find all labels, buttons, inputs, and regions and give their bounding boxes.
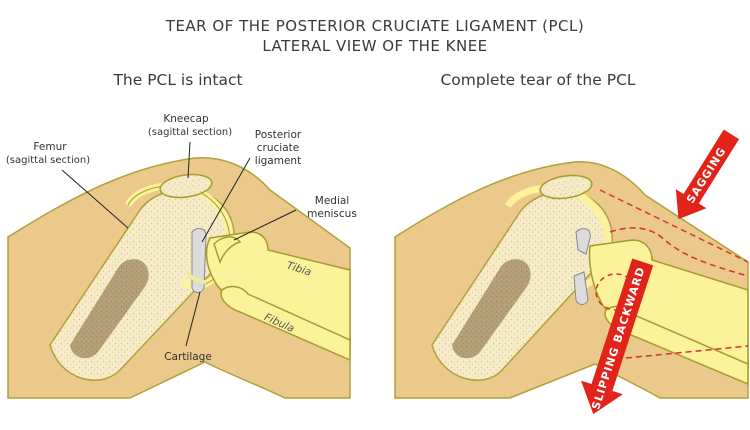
label-femur: Femur <box>33 141 67 153</box>
label-cartilage: Cartilage <box>164 351 212 363</box>
label-kneecap: Kneecap <box>163 113 209 125</box>
sagging-label: SAGGING <box>684 145 729 206</box>
label-kneecap-sub: (sagittal section) <box>148 127 232 138</box>
right-heading: Complete tear of the PCL <box>440 71 635 89</box>
label-femur-sub: (sagittal section) <box>6 155 90 166</box>
title-line-1: TEAR OF THE POSTERIOR CRUCIATE LIGAMENT … <box>165 17 584 35</box>
left-heading: The PCL is intact <box>112 71 242 89</box>
label-meniscus-2: meniscus <box>307 208 357 220</box>
label-pcl-3: ligament <box>255 155 301 167</box>
label-pcl-1: Posterior <box>255 129 302 141</box>
label-pcl-2: cruciate <box>257 142 299 154</box>
label-meniscus-1: Medial <box>315 195 349 207</box>
sagging-arrow: SAGGING <box>663 125 747 229</box>
left-knee: Kneecap (sagittal section) Femur (sagitt… <box>6 113 357 398</box>
right-knee: SAGGING SLIPPING BACKWARD <box>395 125 748 421</box>
title-line-2: LATERAL VIEW OF THE KNEE <box>262 37 487 55</box>
